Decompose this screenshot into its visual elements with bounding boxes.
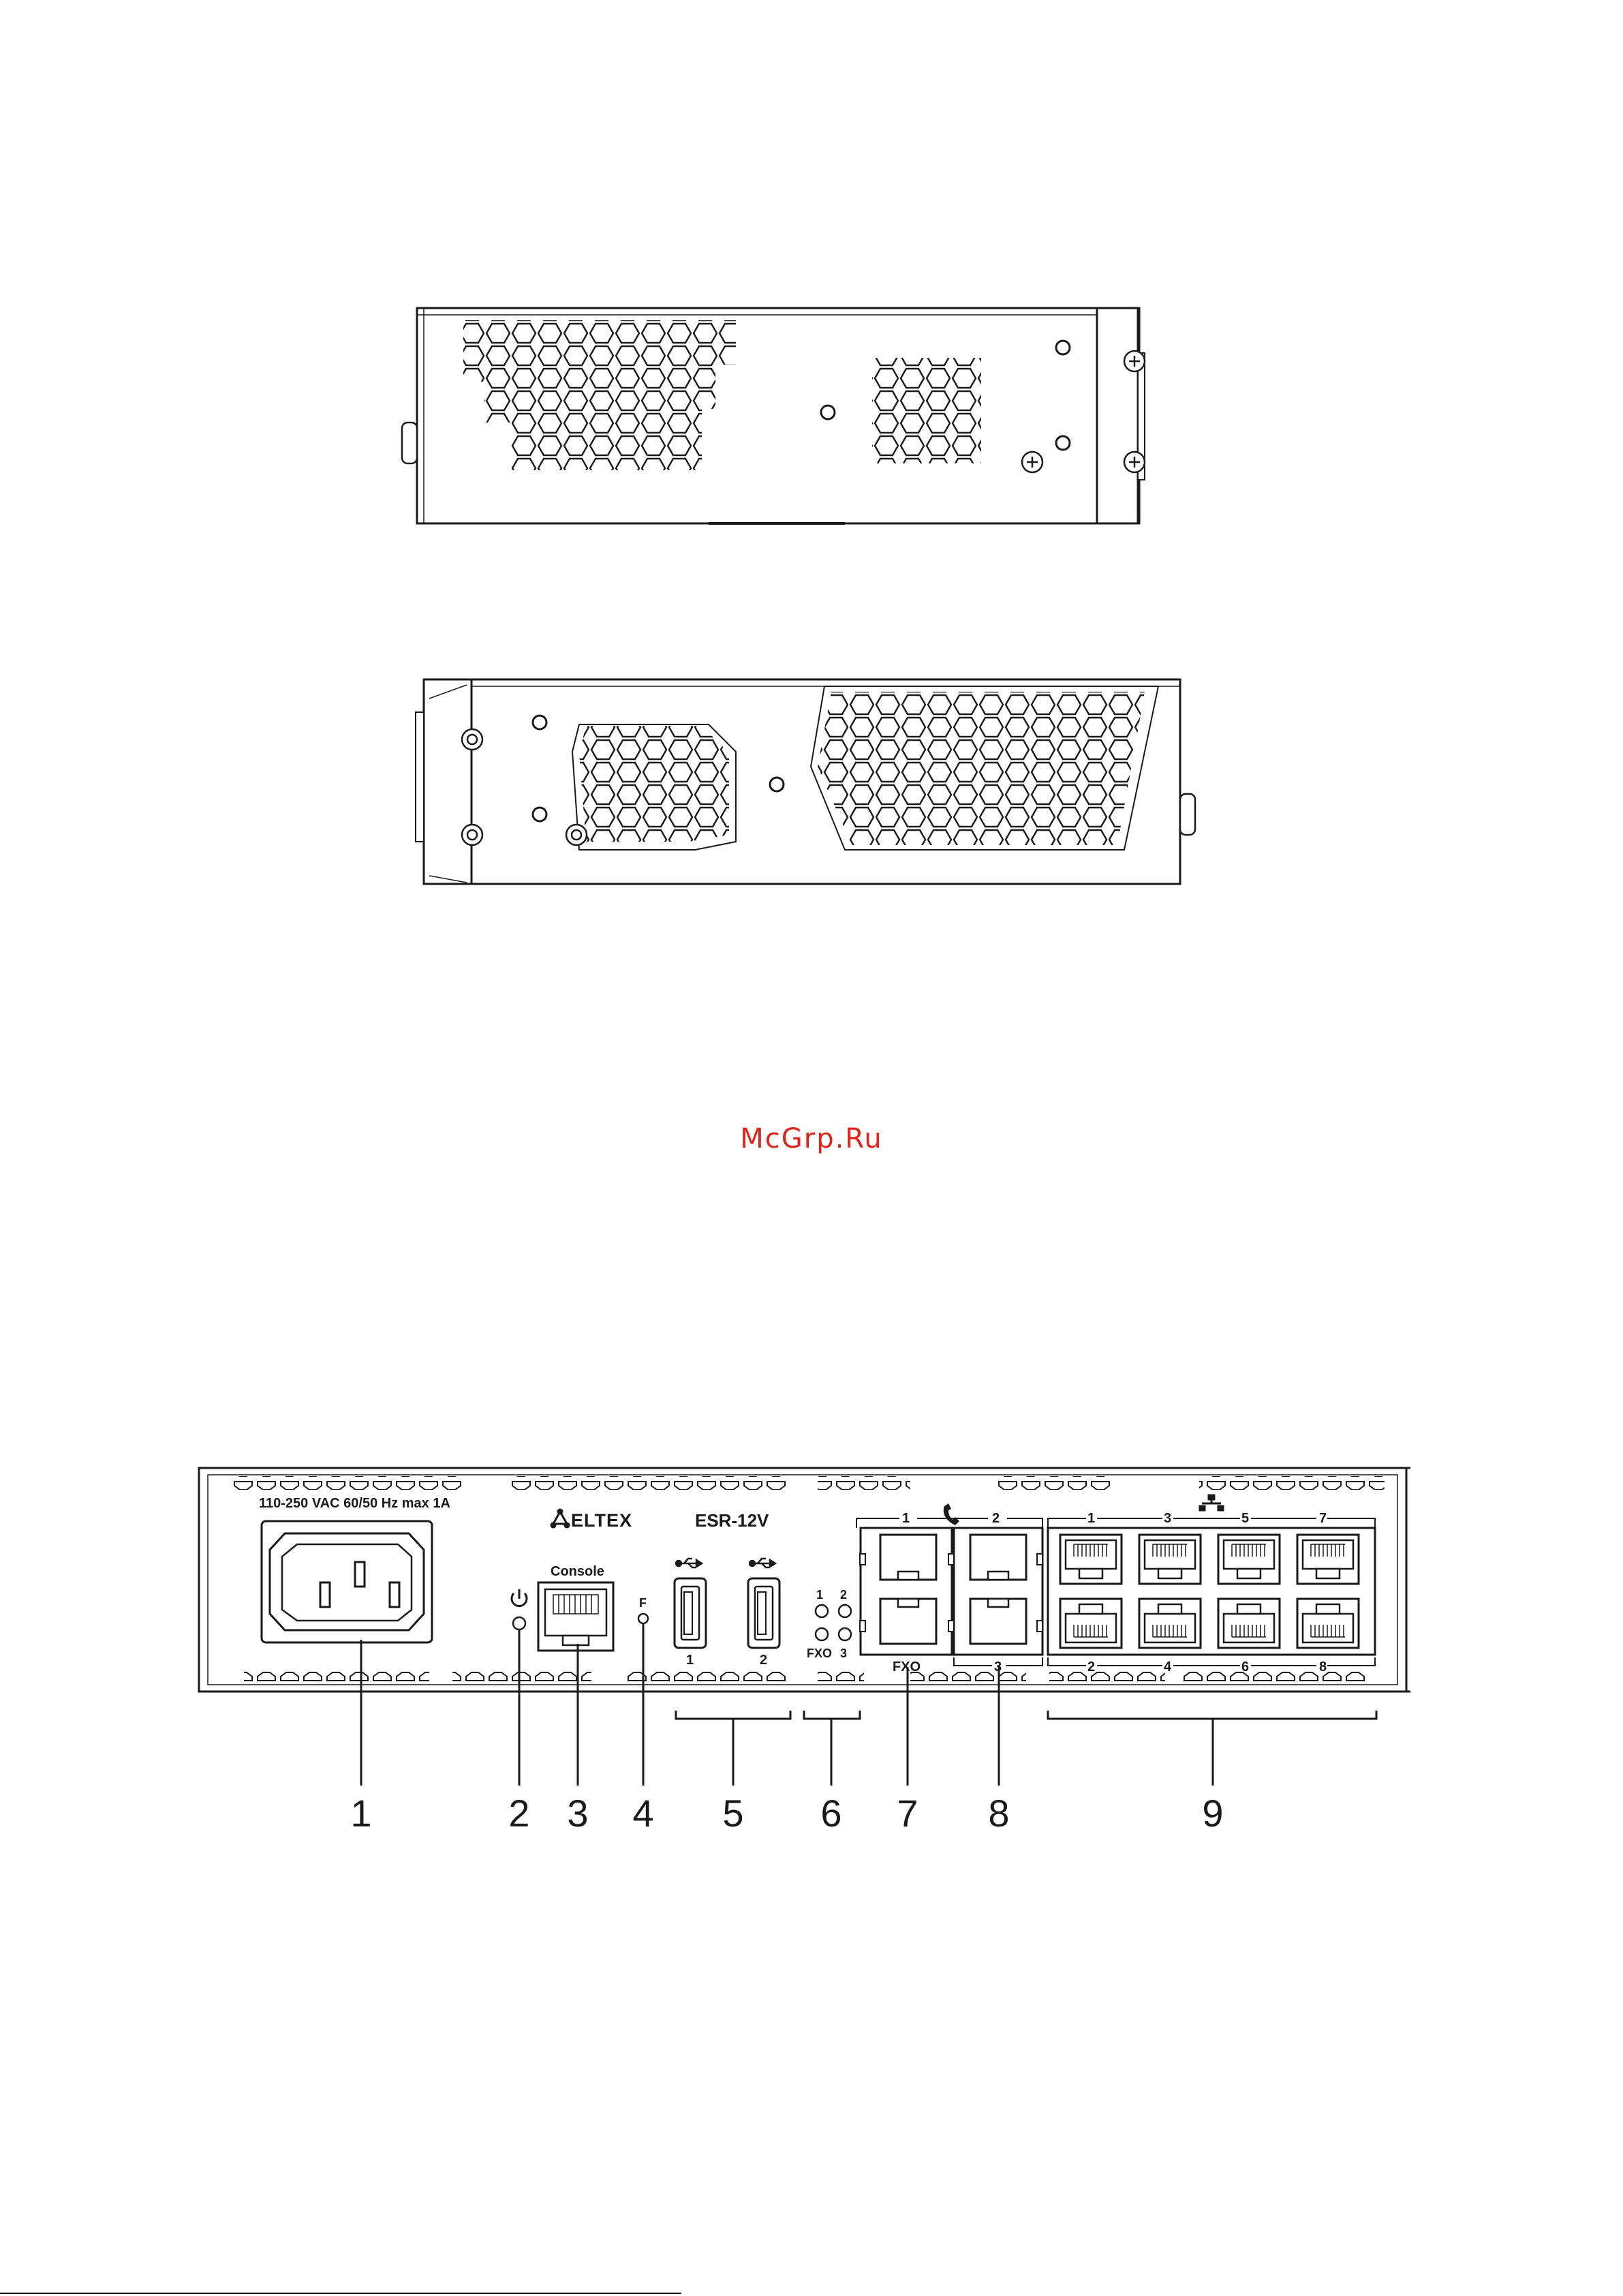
lan-top-number-7: 7 xyxy=(1319,1511,1327,1526)
lan-port-2[interactable] xyxy=(1060,1599,1122,1648)
side-view-right xyxy=(382,300,1186,532)
usb-port-2[interactable] xyxy=(748,1578,779,1648)
lan-top-number-5: 5 xyxy=(1241,1511,1249,1526)
front-panel: 110-250 VAC 60/50 Hz max 1A ELTEX ESR-12… xyxy=(0,1465,1623,1847)
callout-1: 1 xyxy=(350,1792,371,1835)
fxo-led-fxo-label: FXO xyxy=(807,1647,832,1660)
fxo-led-3-label: 3 xyxy=(840,1647,847,1660)
fxs-port-3[interactable] xyxy=(970,1599,1026,1644)
callout-5: 5 xyxy=(722,1792,743,1835)
fxs-top-number-2: 2 xyxy=(992,1511,1000,1526)
watermark: McGrp.Ru xyxy=(0,1123,1623,1154)
lan-bottom-number-6: 6 xyxy=(1241,1659,1249,1674)
side-view-left xyxy=(409,671,1213,893)
lan-port-8[interactable] xyxy=(1297,1599,1359,1648)
usb-port-1[interactable] xyxy=(675,1578,706,1648)
lan-port-3[interactable] xyxy=(1139,1535,1201,1584)
callout-numbers: 1 2 3 4 5 6 7 8 9 xyxy=(350,1792,1223,1835)
usb-port-1-number: 1 xyxy=(686,1653,694,1668)
led-f-label: F xyxy=(639,1596,647,1610)
fxo-led-fxo xyxy=(816,1628,828,1640)
fxs-top-number-1: 1 xyxy=(902,1511,910,1526)
callout-7: 7 xyxy=(897,1792,918,1835)
callout-4: 4 xyxy=(632,1792,653,1835)
callout-8: 8 xyxy=(988,1792,1009,1835)
brand-label: ELTEX xyxy=(571,1510,632,1531)
lan-port-1[interactable] xyxy=(1060,1535,1122,1584)
power-rating-label: 110-250 VAC 60/50 Hz max 1A xyxy=(259,1496,450,1511)
console-port[interactable] xyxy=(538,1582,613,1651)
fxo-port[interactable] xyxy=(880,1599,936,1644)
page-footer-rule xyxy=(0,2293,681,2294)
lan-bottom-number-4: 4 xyxy=(1164,1659,1172,1674)
lan-top-number-1: 1 xyxy=(1087,1511,1095,1526)
fxo-led-3 xyxy=(839,1628,851,1640)
console-label: Console xyxy=(551,1564,604,1579)
callout-3: 3 xyxy=(567,1792,588,1835)
lan-port-5[interactable] xyxy=(1218,1535,1280,1584)
lan-port-7[interactable] xyxy=(1297,1535,1359,1584)
fxo-led-2-label: 2 xyxy=(840,1588,847,1602)
fxo-led-1 xyxy=(816,1605,828,1617)
lan-port-6[interactable] xyxy=(1218,1599,1280,1648)
lan-port-4[interactable] xyxy=(1139,1599,1201,1648)
fxo-led-2 xyxy=(839,1605,851,1617)
callout-2: 2 xyxy=(508,1792,529,1835)
lan-top-number-3: 3 xyxy=(1164,1511,1171,1526)
power-led xyxy=(513,1617,525,1629)
usb-port-2-number: 2 xyxy=(760,1653,767,1668)
callout-6: 6 xyxy=(820,1792,841,1835)
lan-bottom-number-2: 2 xyxy=(1087,1659,1095,1674)
power-inlet xyxy=(262,1521,432,1642)
fxo-led-1-label: 1 xyxy=(816,1588,823,1602)
fxo-port-top[interactable] xyxy=(880,1535,936,1580)
callout-9: 9 xyxy=(1202,1792,1223,1835)
fxs-port-2[interactable] xyxy=(970,1535,1026,1580)
led-f xyxy=(638,1614,648,1623)
lan-bottom-number-8: 8 xyxy=(1319,1659,1327,1674)
model-label: ESR-12V xyxy=(695,1510,769,1531)
